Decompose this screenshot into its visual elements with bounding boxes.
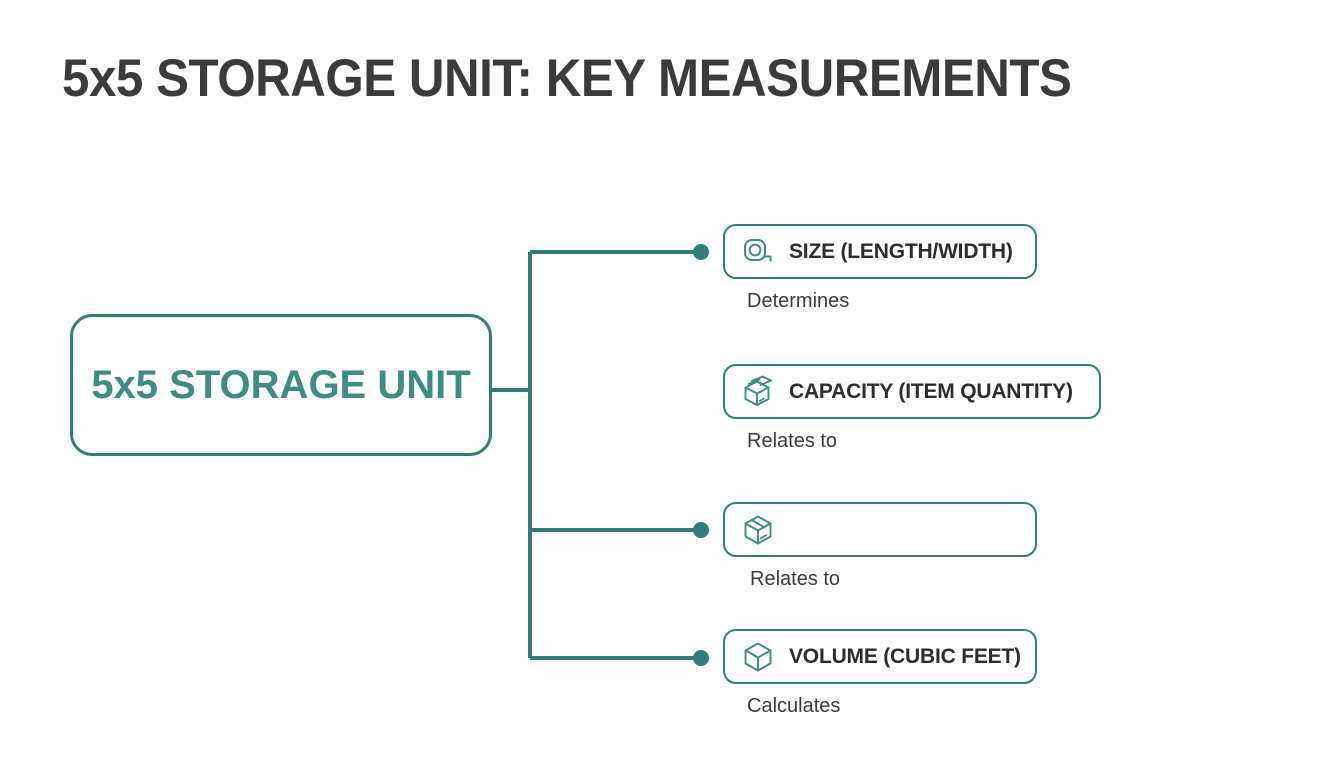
branch-caption-size: Determines <box>747 290 850 312</box>
branch-label-volume: VOLUME (CUBIC FEET) <box>789 644 1021 668</box>
branch-caption-volume: Calculates <box>747 695 841 717</box>
root-node-storage-unit[interactable]: 5x5 STORAGE UNIT <box>70 314 492 456</box>
branch-item-unnamed: Relates to <box>723 502 1037 591</box>
branch-label-capacity: CAPACITY (ITEM QUANTITY) <box>789 379 1073 403</box>
branch-box-unnamed[interactable] <box>723 502 1037 557</box>
connector-dot-unnamed <box>693 522 709 538</box>
connector-dot-volume <box>693 650 709 666</box>
branch-caption-unnamed: Relates to <box>750 568 841 590</box>
cube-icon <box>744 642 772 671</box>
sealed-box-icon <box>744 515 772 544</box>
branch-box-size[interactable]: SIZE (LENGTH/WIDTH) <box>723 224 1037 279</box>
branch-box-volume[interactable]: VOLUME (CUBIC FEET) <box>723 629 1037 684</box>
branch-caption-capacity: Relates to <box>747 430 838 452</box>
root-node-label: 5x5 STORAGE UNIT <box>91 362 471 407</box>
page-title: 5x5 STORAGE UNIT: KEY MEASUREMENTS <box>62 49 1072 108</box>
tape-measure-icon <box>744 238 772 261</box>
branch-box-capacity[interactable]: CAPACITY (ITEM QUANTITY) <box>723 364 1101 419</box>
branch-item-volume: VOLUME (CUBIC FEET) Calculates <box>723 629 1037 718</box>
connector-dot-size <box>693 244 709 260</box>
branch-item-capacity: CAPACITY (ITEM QUANTITY) Relates to <box>723 364 1101 453</box>
branch-item-size: SIZE (LENGTH/WIDTH) Determines <box>723 224 1037 313</box>
branch-label-size: SIZE (LENGTH/WIDTH) <box>789 239 1013 263</box>
open-box-icon <box>744 375 772 406</box>
